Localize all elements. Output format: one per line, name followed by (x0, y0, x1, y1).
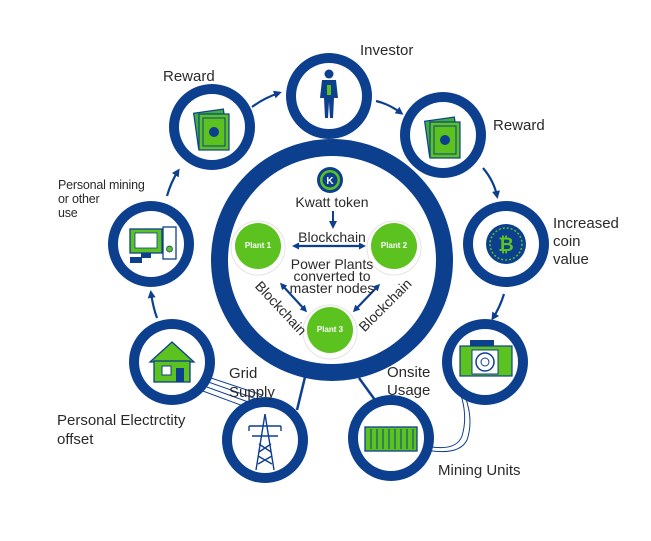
conversion-text: Power Plants converted to master nodes (289, 256, 375, 296)
plant-1-label: Plant 1 (244, 241, 272, 250)
node-mining-units (348, 395, 434, 481)
computer-icon (129, 226, 177, 263)
kwatt-token-icon: K (317, 167, 343, 193)
blockchain-label-top: Blockchain (298, 229, 366, 245)
power-tower-icon (248, 413, 282, 471)
grid-supply-label: Grid Supply (229, 365, 275, 401)
plant-1 (230, 220, 286, 276)
arrow-coin-to-onsite (491, 293, 506, 321)
node-reward-right (400, 92, 486, 178)
node-grid-supply (222, 397, 308, 483)
token-letter: K (326, 176, 334, 187)
cycle-arrows (147, 90, 506, 321)
bitcoin-coin-icon: ₿ (486, 224, 526, 264)
house-icon (148, 341, 196, 383)
investor-person-icon (320, 69, 338, 118)
node-house (129, 319, 215, 405)
onsite-usage-label: Onsite Usage (387, 364, 431, 399)
mining-units-label: Mining Units (438, 462, 521, 479)
reward-left-label: Reward (163, 68, 215, 85)
hub-connectors (295, 376, 377, 411)
arrow-plant1-plant3 (279, 282, 308, 313)
house-label: Personal Electrctity offset (57, 412, 186, 448)
kwatt-token-label: Kwatt token (295, 194, 369, 210)
coin-value-label: Increased coin value (553, 215, 619, 268)
mining-rig-icon (459, 340, 513, 377)
money-icon (423, 116, 461, 159)
node-investor (286, 53, 372, 139)
arrow-investor-to-reward (375, 99, 404, 115)
arrow-plant2-plant3 (352, 283, 381, 313)
investor-label: Investor (360, 42, 414, 59)
money-icon (192, 108, 230, 151)
plant-2 (366, 220, 422, 276)
node-reward-left (169, 84, 255, 170)
node-computer (108, 201, 194, 287)
arrow-reward-to-coin (482, 167, 500, 199)
reward-right-label: Reward (493, 117, 545, 134)
plant-2-label: Plant 2 (380, 241, 408, 250)
container-icon (364, 426, 418, 452)
svg-text:₿: ₿ (498, 235, 513, 256)
arrow-reward-to-investor (251, 90, 282, 108)
node-coin-value: ₿ (463, 201, 549, 287)
arrow-house-to-computer (147, 290, 159, 319)
plant-3-label: Plant 3 (316, 325, 344, 334)
arrow-computer-to-reward (165, 168, 180, 197)
blockchain-arrows (279, 242, 381, 313)
computer-label: Personal mining or other use (58, 178, 145, 220)
node-onsite-usage (442, 319, 528, 405)
plant-3 (302, 304, 358, 360)
